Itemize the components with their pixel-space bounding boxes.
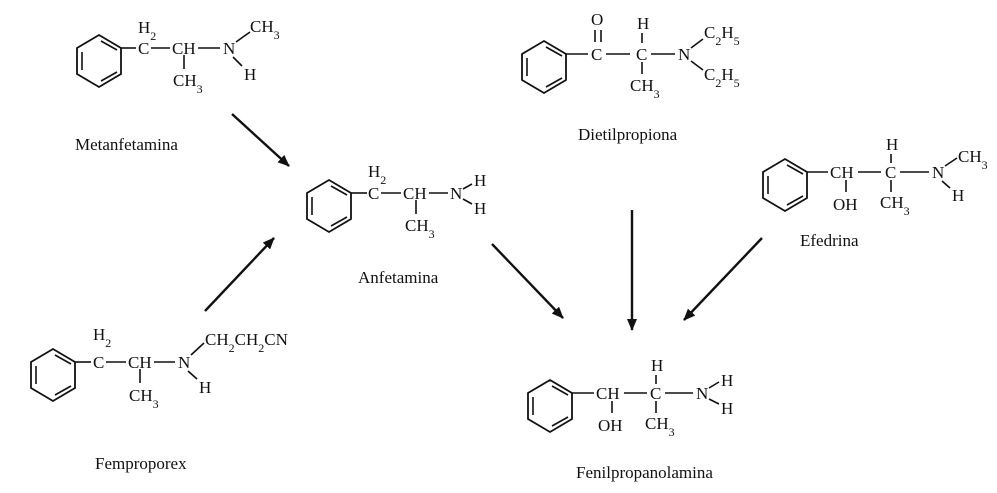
methyl-label: CH3 bbox=[630, 76, 660, 101]
ch-label: CH bbox=[403, 184, 427, 203]
methyl-label: CH3 bbox=[405, 216, 435, 241]
molecule-fenilpropanolamina: CH OH H C N H H CH3 Fenilpropanolamina bbox=[527, 356, 733, 482]
molecule-name: Metanfetamina bbox=[75, 135, 178, 154]
amine-h-label: H bbox=[721, 399, 733, 418]
hydroxyl-label: OH bbox=[598, 416, 623, 435]
molecule-name: Femproporex bbox=[95, 454, 187, 473]
carbon-label: C bbox=[368, 184, 379, 203]
methyl-label: CH3 bbox=[645, 414, 675, 439]
h-label: H bbox=[637, 14, 649, 33]
molecule-anfetamina: H2 C CH N H H CH3 Anfetamina bbox=[306, 162, 486, 287]
h2-label: H2 bbox=[138, 18, 156, 43]
carbonyl-carbon-label: C bbox=[591, 45, 602, 64]
molecule-name: Fenilpropanolamina bbox=[576, 463, 713, 482]
benzene-ring-icon bbox=[76, 33, 122, 89]
nitrogen-label: N bbox=[223, 39, 235, 58]
oxygen-label: O bbox=[591, 10, 603, 29]
molecule-femproporex: H2 C CH N CH2CH2CN H CH3 Femproporex bbox=[30, 325, 288, 473]
methyl-label: CH3 bbox=[129, 386, 159, 411]
amine-h-label: H bbox=[952, 186, 964, 205]
amine-h-label: H bbox=[199, 378, 211, 397]
amine-h-label: H bbox=[721, 371, 733, 390]
arrow-metanfetamina-to-anfetamina bbox=[231, 113, 290, 167]
methyl-label: CH3 bbox=[250, 17, 280, 42]
benzene-ring-icon bbox=[521, 39, 567, 95]
methyl-label: CH3 bbox=[880, 193, 910, 218]
amine-h-label: H bbox=[474, 199, 486, 218]
h-label: H bbox=[651, 356, 663, 375]
ethyl-label: C2H5 bbox=[704, 65, 740, 90]
carbon-label: C bbox=[885, 163, 896, 182]
molecule-name: Anfetamina bbox=[358, 268, 439, 287]
arrow-efedrina-to-fenilpropanolamina bbox=[683, 237, 763, 321]
nitrogen-label: N bbox=[178, 353, 190, 372]
molecule-name: Dietilpropiona bbox=[578, 125, 678, 144]
ch-label: CH bbox=[128, 353, 152, 372]
ethyl-label: C2H5 bbox=[704, 23, 740, 48]
ch-label: CH bbox=[830, 163, 854, 182]
carbon-label: C bbox=[93, 353, 104, 372]
amine-h-label: H bbox=[474, 171, 486, 190]
molecule-metanfetamina: H2 C CH N CH3 H CH3 Metanfetamina bbox=[75, 17, 280, 154]
methyl-label: CH3 bbox=[173, 71, 203, 96]
hydroxyl-label: OH bbox=[833, 195, 858, 214]
h2-label: H2 bbox=[368, 162, 386, 187]
amine-h-label: H bbox=[244, 65, 256, 84]
benzene-ring-icon bbox=[30, 347, 76, 403]
nitrogen-label: N bbox=[450, 184, 462, 203]
nitrogen-label: N bbox=[678, 45, 690, 64]
molecule-efedrina: CH OH H C N CH3 H CH3 Efedrina bbox=[762, 135, 988, 250]
carbon-label: C bbox=[138, 39, 149, 58]
arrow-anfetamina-to-fenilpropanolamina bbox=[491, 243, 564, 319]
benzene-ring-icon bbox=[762, 157, 808, 213]
h-label: H bbox=[886, 135, 898, 154]
carbon-label: C bbox=[636, 45, 647, 64]
benzene-ring-icon bbox=[306, 178, 352, 234]
ch-label: CH bbox=[172, 39, 196, 58]
arrow-femproporex-to-anfetamina bbox=[204, 237, 275, 312]
cyanoethyl-chain-label: CH2CH2CN bbox=[205, 330, 288, 355]
molecule-name: Efedrina bbox=[800, 231, 859, 250]
h2-label: H2 bbox=[93, 325, 111, 350]
benzene-ring-icon bbox=[527, 378, 573, 434]
nitrogen-label: N bbox=[932, 163, 944, 182]
molecule-dietilpropiona: O C H C N C2H5 C2H5 CH3 Dietilpropiona bbox=[521, 10, 740, 144]
nitrogen-label: N bbox=[696, 384, 708, 403]
ch-label: CH bbox=[596, 384, 620, 403]
methyl-label: CH3 bbox=[958, 147, 988, 172]
carbon-label: C bbox=[650, 384, 661, 403]
